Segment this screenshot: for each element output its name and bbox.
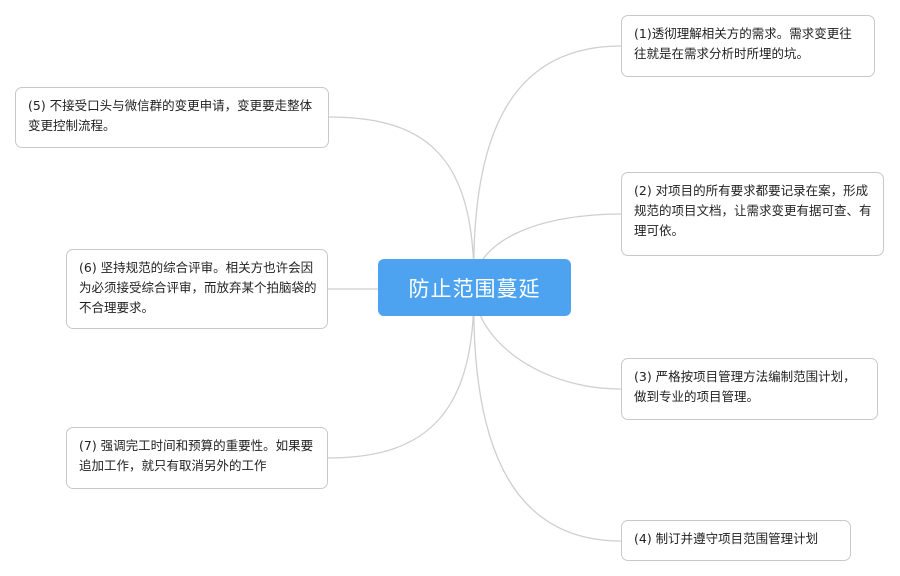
- branch-node-1[interactable]: (1)透彻理解相关方的需求。需求变更往往就是在需求分析时所埋的坑。: [621, 15, 875, 77]
- central-topic[interactable]: 防止范围蔓延: [378, 259, 571, 316]
- connector-7: [327, 286, 475, 459]
- branch-text-4: (4) 制订并遵守项目范围管理计划: [634, 531, 819, 546]
- connector-4: [473, 286, 622, 542]
- branch-node-5[interactable]: (5) 不接受口头与微信群的变更申请，变更要走整体变更控制流程。: [15, 87, 329, 148]
- branch-text-5: (5) 不接受口头与微信群的变更申请，变更要走整体变更控制流程。: [28, 98, 313, 133]
- branch-text-2: (2) 对项目的所有要求都要记录在案，形成规范的项目文档，让需求变更有据可查、有…: [634, 183, 872, 238]
- connector-1: [473, 45, 622, 288]
- branch-text-1: (1)透彻理解相关方的需求。需求变更往往就是在需求分析时所埋的坑。: [634, 26, 852, 61]
- branch-node-7[interactable]: (7) 强调完工时间和预算的重要性。如果要追加工作，就只有取消另外的工作: [66, 427, 328, 489]
- branch-node-6[interactable]: (6) 坚持规范的综合评审。相关方也许会因为必须接受综合评审，而放弃某个拍脑袋的…: [66, 249, 328, 329]
- connector-5: [328, 116, 475, 288]
- central-topic-label: 防止范围蔓延: [408, 276, 541, 301]
- branch-node-4[interactable]: (4) 制订并遵守项目范围管理计划: [621, 520, 851, 561]
- branch-text-3: (3) 严格按项目管理方法编制范围计划，做到专业的项目管理。: [634, 369, 856, 404]
- branch-node-3[interactable]: (3) 严格按项目管理方法编制范围计划，做到专业的项目管理。: [621, 358, 878, 420]
- branch-text-6: (6) 坚持规范的综合评审。相关方也许会因为必须接受综合评审，而放弃某个拍脑袋的…: [79, 260, 317, 315]
- branch-node-2[interactable]: (2) 对项目的所有要求都要记录在案，形成规范的项目文档，让需求变更有据可查、有…: [621, 172, 884, 256]
- branch-text-7: (7) 强调完工时间和预算的重要性。如果要追加工作，就只有取消另外的工作: [79, 438, 314, 473]
